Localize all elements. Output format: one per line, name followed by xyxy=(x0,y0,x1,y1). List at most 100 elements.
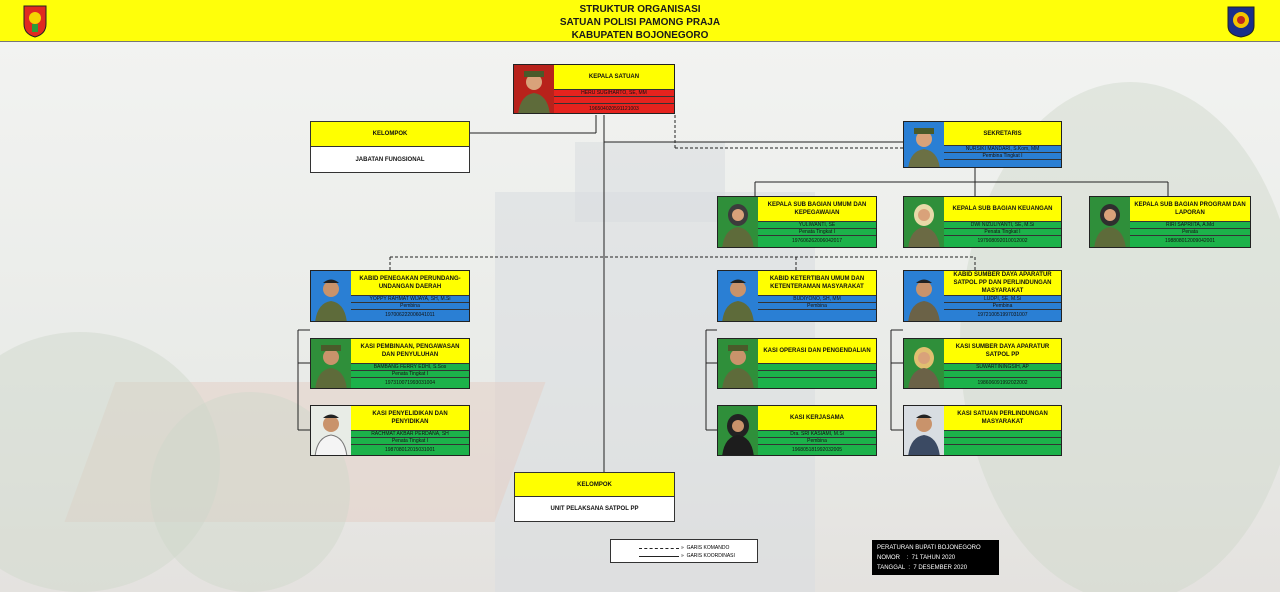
card-kasi-sumber-daya: KASI SUMBER DAYA APARATUR SATPOL PP SUWA… xyxy=(903,338,1062,389)
card-nip xyxy=(758,378,876,389)
card-title: KASI SUMBER DAYA APARATUR SATPOL PP xyxy=(944,339,1061,364)
avatar xyxy=(904,122,944,167)
card-nip xyxy=(944,445,1061,456)
card-rank: Pembina xyxy=(351,303,469,310)
avatar xyxy=(718,339,758,388)
card-rank: Pembina Tingkat I xyxy=(944,153,1061,160)
card-rank xyxy=(758,371,876,378)
card-nip xyxy=(944,160,1061,168)
card-name: LUDPI, SE, M.Si xyxy=(944,296,1061,303)
card-rank: Penata Tingkat I xyxy=(944,229,1061,236)
legend-koordinasi-text: GARIS KOORDINASI xyxy=(687,553,735,559)
regulation-date: TANGGAL : 7 DESEMBER 2020 xyxy=(877,563,994,573)
card-title: KEPALA SATUAN xyxy=(554,65,674,90)
card-title: KEPALA SUB BAGIAN KEUANGAN xyxy=(944,197,1061,222)
card-rank: Penata Tingkat I xyxy=(758,229,876,236)
card-rank xyxy=(944,438,1061,445)
card-kabid-ketertiban: KABID KETERTIBAN UMUM DAN KETENTERAMAN M… xyxy=(717,270,877,322)
card-nip: 198606091992022002 xyxy=(944,378,1061,389)
card-rank: Pembina xyxy=(944,303,1061,310)
regulation-title: PERATURAN BUPATI BOJONEGORO xyxy=(877,543,994,553)
card-rank: Pembina xyxy=(758,438,876,445)
card-title: KEPALA SUB BAGIAN UMUM DAN KEPEGAWAIAN xyxy=(758,197,876,222)
regulation-box: PERATURAN BUPATI BOJONEGORO NOMOR : 71 T… xyxy=(872,540,999,575)
legend-koordinasi-line xyxy=(639,556,679,557)
card-title: KABID KETERTIBAN UMUM DAN KETENTERAMAN M… xyxy=(758,271,876,296)
card-kasi-satuan-perlindungan: KASI SATUAN PERLINDUNGAN MASYARAKAT xyxy=(903,405,1062,456)
avatar xyxy=(311,406,351,455)
avatar xyxy=(904,271,944,321)
card-kabid-sumber-daya: KABID SUMBER DAYA APARATUR SATPOL PP DAN… xyxy=(903,270,1062,322)
card-subbag-umum: KEPALA SUB BAGIAN UMUM DAN KEPEGAWAIAN Y… xyxy=(717,196,877,248)
avatar xyxy=(1090,197,1130,247)
card-name: BAMBANG FERRY EDHI, S.Sos xyxy=(351,364,469,371)
card-rank xyxy=(944,371,1061,378)
card-rank xyxy=(554,97,674,104)
card-title: KASI PENYELIDIKAN DAN PENYIDIKAN xyxy=(351,406,469,431)
legend-komando-line xyxy=(639,548,679,549)
card-nip: 197210051997031007 xyxy=(944,310,1061,322)
card-rank: Penata Tingkat I xyxy=(351,371,469,378)
card-name xyxy=(944,431,1061,438)
card-nip: 198708012015031001 xyxy=(351,445,469,456)
card-name: DWI NIZULIYANTI, SE, M.Si xyxy=(944,222,1061,229)
legend-komando-text: GARIS KOMANDO xyxy=(687,545,730,551)
card-name: BUDIYONO, SH, MM xyxy=(758,296,876,303)
card-nip: 196504020591121003 xyxy=(554,104,674,114)
card-name: SUWARTININGSIH, AP xyxy=(944,364,1061,371)
card-name: RACHMAT AKBAR PERDANA, SH xyxy=(351,431,469,438)
legend-koordinasi-label: » GARIS KOORDINASI xyxy=(681,553,735,559)
card-name: RIRI SAPRIITA, A.Md xyxy=(1130,222,1250,229)
card-rank: Penata xyxy=(1130,229,1250,236)
card-title: KASI SATUAN PERLINDUNGAN MASYARAKAT xyxy=(944,406,1061,431)
card-kasi-pembinaan: KASI PEMBINAAN, PENGAWASAN DAN PENYULUHA… xyxy=(310,338,470,389)
card-rank: Pembina xyxy=(758,303,876,310)
box-unit-pelaksana: KELOMPOK UNIT PELAKSANA SATPOL PP xyxy=(514,472,675,522)
avatar xyxy=(311,271,351,321)
card-title: KASI KERJASAMA xyxy=(758,406,876,431)
card-rank: Penata Tingkat I xyxy=(351,438,469,445)
card-name: YULIWANTI, SE xyxy=(758,222,876,229)
legend: » GARIS KOMANDO » GARIS KOORDINASI xyxy=(610,539,758,563)
card-name: NURSIKI MANDARI, S.Kom, MM xyxy=(944,146,1061,153)
box-body: JABATAN FUNGSIONAL xyxy=(311,147,469,172)
card-title: SEKRETARIS xyxy=(944,122,1061,146)
card-title: KEPALA SUB BAGIAN PROGRAM DAN LAPORAN xyxy=(1130,197,1250,222)
card-name: Dra. SRI KASIAMI, M.Si xyxy=(758,431,876,438)
avatar xyxy=(311,339,351,388)
card-title: KASI PEMBINAAN, PENGAWASAN DAN PENYULUHA… xyxy=(351,339,469,364)
card-nip: 197006222006041011 xyxy=(351,310,469,322)
card-name: YOPPY RAHMAT WIJAYA, SH, M.Si xyxy=(351,296,469,303)
card-name: HERU SUGIHARTO, SE, MM xyxy=(554,90,674,97)
card-title: KABID PENEGAKAN PERUNDANG-UNDANGAN DAERA… xyxy=(351,271,469,296)
avatar xyxy=(718,406,758,455)
avatar xyxy=(904,406,944,455)
avatar xyxy=(514,65,554,113)
box-body: UNIT PELAKSANA SATPOL PP xyxy=(515,497,674,521)
card-title: KABID SUMBER DAYA APARATUR SATPOL PP DAN… xyxy=(944,271,1061,296)
card-kepala-satuan: KEPALA SATUAN HERU SUGIHARTO, SE, MM 196… xyxy=(513,64,675,114)
card-kabid-penegakan: KABID PENEGAKAN PERUNDANG-UNDANGAN DAERA… xyxy=(310,270,470,322)
box-title: KELOMPOK xyxy=(311,122,469,147)
card-nip: 196805181992032005 xyxy=(758,445,876,456)
card-nip xyxy=(758,310,876,322)
card-kasi-operasi: KASI OPERASI DAN PENGENDALIAN xyxy=(717,338,877,389)
avatar xyxy=(718,271,758,321)
avatar xyxy=(718,197,758,247)
legend-komando-label: » GARIS KOMANDO xyxy=(681,545,729,551)
card-kasi-penyelidikan: KASI PENYELIDIKAN DAN PENYIDIKAN RACHMAT… xyxy=(310,405,470,456)
card-title: KASI OPERASI DAN PENGENDALIAN xyxy=(758,339,876,364)
card-subbag-program: KEPALA SUB BAGIAN PROGRAM DAN LAPORAN RI… xyxy=(1089,196,1251,248)
box-title: KELOMPOK xyxy=(515,473,674,497)
card-nip: 197606262006042017 xyxy=(758,236,876,248)
avatar xyxy=(904,197,944,247)
card-name xyxy=(758,364,876,371)
box-kelompok-fungsional: KELOMPOK JABATAN FUNGSIONAL xyxy=(310,121,470,173)
card-nip: 198808012009042001 xyxy=(1130,236,1250,248)
card-sekretaris: SEKRETARIS NURSIKI MANDARI, S.Kom, MM Pe… xyxy=(903,121,1062,168)
card-nip: 197310071993031004 xyxy=(351,378,469,389)
regulation-number: NOMOR : 71 TAHUN 2020 xyxy=(877,553,994,563)
card-subbag-keuangan: KEPALA SUB BAGIAN KEUANGAN DWI NIZULIYAN… xyxy=(903,196,1062,248)
card-nip: 197908092010012002 xyxy=(944,236,1061,248)
avatar xyxy=(904,339,944,388)
